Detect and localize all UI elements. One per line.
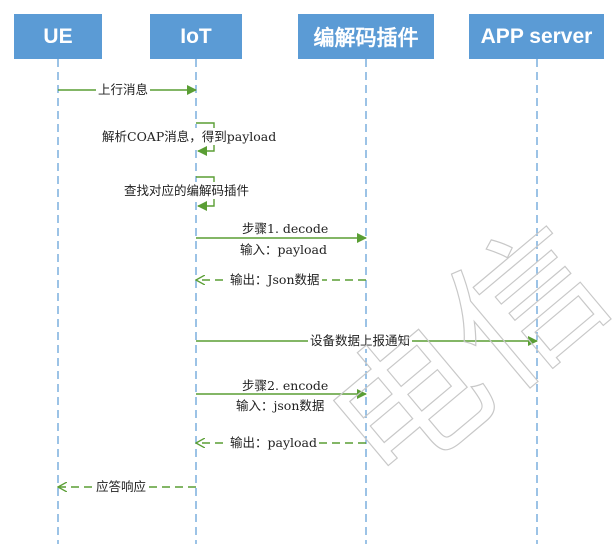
lane-ue: UE xyxy=(14,14,102,59)
label-decode-step: 步骤1. decode xyxy=(242,221,329,236)
label-encode-input: 输入：json数据 xyxy=(236,398,325,413)
lane-codec-plugin: 编解码插件 xyxy=(298,14,434,59)
label-encode-step: 步骤2. encode xyxy=(242,378,329,393)
lane-app-server: APP server xyxy=(469,14,604,59)
label-response: 应答响应 xyxy=(94,478,149,495)
label-report-notify: 设备数据上报通知 xyxy=(308,332,413,349)
label-uplink-message: 上行消息 xyxy=(96,81,151,98)
label-parse-coap: 解析COAP消息，得到payload xyxy=(100,128,279,145)
lane-iot: IoT xyxy=(150,14,242,59)
label-decode-input: 输入：payload xyxy=(240,242,327,257)
label-decode-output: 输出：Json数据 xyxy=(228,271,322,288)
label-encode-output: 输出：payload xyxy=(228,434,319,451)
label-find-plugin: 查找对应的编解码插件 xyxy=(122,182,252,199)
